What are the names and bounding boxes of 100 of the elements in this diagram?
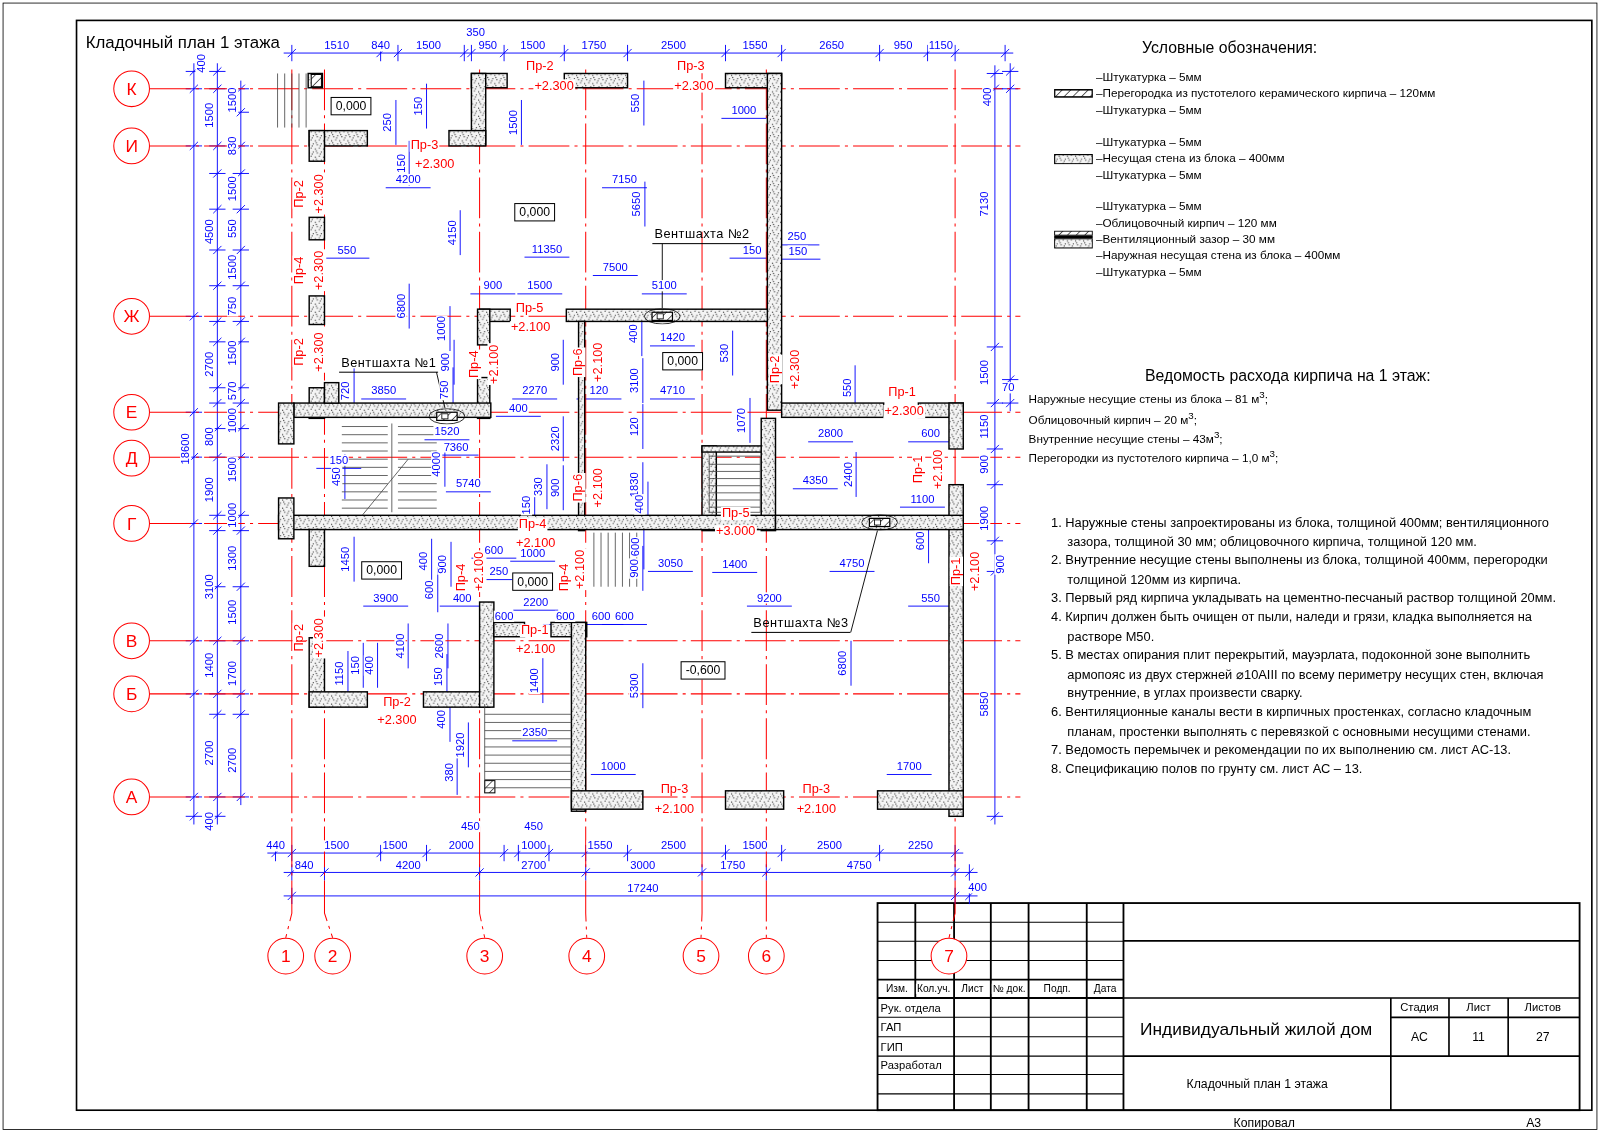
dimension-value: 400	[508, 402, 529, 414]
column-header: № док.	[991, 983, 1027, 994]
note-text: 5. В местах опирания плит перекрытий, мауэрлата, подоконной зоне выполнить армопояс из двух стержней ⌀10АIII по всему периметру несущих стен, включая внутренние, в углах произвести сварку.	[1051, 647, 1545, 703]
dimension-value: 2350	[521, 727, 549, 739]
dimension-value: 150	[395, 152, 407, 174]
legend-text: –Наружная несущая стена из блока – 400мм	[1095, 250, 1341, 262]
sheet-value: 11	[1471, 1030, 1486, 1043]
dimension-value: 1750	[580, 40, 608, 52]
elevation-mark: +2.300	[788, 348, 802, 391]
level-mark: 0,000	[512, 572, 554, 591]
dimension-value: 4750	[838, 557, 866, 569]
dimension-value: 840	[293, 859, 315, 871]
elevation-mark: +3.000	[715, 525, 757, 538]
elevation-mark: +2.300	[533, 79, 575, 93]
callout-label: Вентшахта №2	[652, 227, 752, 244]
note-text: 4. Кирпич должен быть очищен от пыли, наледи и грязи, кладка выполняется на растворе М50.	[1051, 609, 1533, 646]
dimension-value: 330	[533, 476, 545, 498]
dimension-value: 4750	[845, 859, 873, 871]
axis-bubble: 7	[930, 937, 968, 975]
dimension-value: 150	[433, 666, 445, 687]
dimension-value: 150	[349, 654, 361, 676]
dimension-value: 750	[439, 379, 451, 401]
dimension-value: 1300	[227, 544, 239, 572]
lintel-label: Пр-6	[572, 472, 585, 503]
dimension-value: 1900	[979, 504, 991, 532]
column-header: Листов	[1523, 1001, 1563, 1013]
dimension-value: 600	[483, 544, 505, 556]
legend-heading: Условные обозначения:	[1140, 40, 1319, 56]
material-quantity: Наружные несущие стены из блока – 81 м$^{3}$;	[1027, 390, 1270, 406]
dimension-value: 450	[523, 820, 545, 833]
dimension-value: 1000	[436, 315, 448, 343]
dimension-value: 1500	[227, 455, 239, 483]
sheet-format: А3	[1525, 1116, 1543, 1129]
elevation-mark: +2.100	[591, 467, 605, 509]
dimension-value: 550	[630, 92, 642, 114]
dimension-value: 1920	[454, 731, 466, 759]
dimension-value: 18600	[180, 432, 192, 466]
dimension-value: 3100	[203, 573, 215, 601]
dimension-value: 1750	[719, 859, 747, 871]
level-mark: 0,000	[330, 96, 372, 116]
dimension-value: 150	[741, 244, 763, 256]
dimension-value: 600	[914, 530, 926, 552]
dimension-value: 750	[227, 295, 239, 317]
dimension-value: 400	[195, 52, 207, 74]
elevation-mark: +2.300	[313, 249, 326, 292]
dimension-value: 17240	[626, 883, 660, 895]
dimension-value: 4100	[394, 632, 406, 660]
note-text: 2. Внутренние несущие стены выполнены из блока, толщиной 400мм, перегородки толщиной 120мм из кирпича.	[1051, 552, 1549, 589]
dimension-value: 5740	[454, 478, 482, 490]
dimension-value: 3100	[629, 367, 641, 395]
dimension-value: 11350	[530, 243, 564, 255]
dimension-value: 7500	[601, 261, 629, 273]
dimension-value: 2500	[659, 840, 687, 852]
dimension-value: 600	[590, 610, 612, 622]
dimension-value: 4200	[394, 859, 422, 871]
row-label: ГИП	[879, 1041, 904, 1053]
elevation-mark: +2.100	[795, 802, 838, 816]
legend-text: –Штукатурка – 5мм	[1095, 201, 1202, 213]
dimension-value: 1500	[741, 840, 769, 852]
dimension-value: 4000	[431, 450, 443, 478]
dimension-value: 2650	[818, 40, 846, 52]
dimension-value: 550	[920, 592, 941, 604]
level-mark: 0,000	[361, 561, 403, 580]
note-text: 3. Первый ряд кирпича укладывать на цементно-песчаный раствор толщиной 20мм.	[1051, 590, 1557, 608]
dimension-value: 1000	[519, 547, 547, 559]
axis-bubble: 6	[747, 937, 785, 975]
dimension-value: 6800	[837, 649, 849, 677]
axis-bubble: 5	[682, 937, 720, 975]
elevation-mark: +2.300	[883, 404, 925, 418]
column-header: Подп.	[1042, 983, 1072, 994]
dimension-value: 1500	[203, 101, 215, 129]
dimension-value: 1500	[381, 840, 409, 852]
column-header: Дата	[1092, 983, 1118, 994]
dimension-value: 840	[370, 40, 391, 52]
dimension-value: 2270	[521, 385, 549, 397]
elevation-mark: +2.100	[931, 448, 945, 491]
elevation-mark: +2.100	[574, 548, 587, 591]
dimension-value: 530	[718, 342, 731, 364]
dimension-value: 2400	[842, 461, 854, 488]
dimension-value: 350	[465, 27, 486, 39]
dimension-value: 1100	[909, 493, 936, 505]
dimension-value: 7150	[611, 174, 638, 186]
axis-bubble: 4	[568, 937, 606, 975]
dimension-value: 1500	[526, 280, 554, 292]
legend-text: –Несущая стена из блока – 400мм	[1095, 153, 1285, 166]
dimension-value: 1000	[227, 406, 239, 434]
lintel-label: Пр-2	[292, 179, 306, 209]
legend-text: –Штукатурка – 5мм	[1095, 137, 1202, 149]
dimension-value: 1520	[433, 426, 461, 438]
dimension-value: 1150	[979, 413, 991, 440]
dimension-value: 3900	[372, 592, 400, 604]
dimension-value: 950	[892, 40, 914, 52]
elevation-mark: +2.100	[969, 550, 982, 593]
dimension-value: 2500	[816, 840, 844, 852]
dimension-value: 1500	[323, 840, 351, 852]
elevation-mark: +2.100	[473, 550, 486, 593]
lintel-label: Пр-2	[292, 337, 306, 367]
dimension-value: 1420	[658, 332, 686, 344]
dimension-value: 5650	[631, 190, 643, 218]
dimension-value: 600	[614, 610, 635, 622]
